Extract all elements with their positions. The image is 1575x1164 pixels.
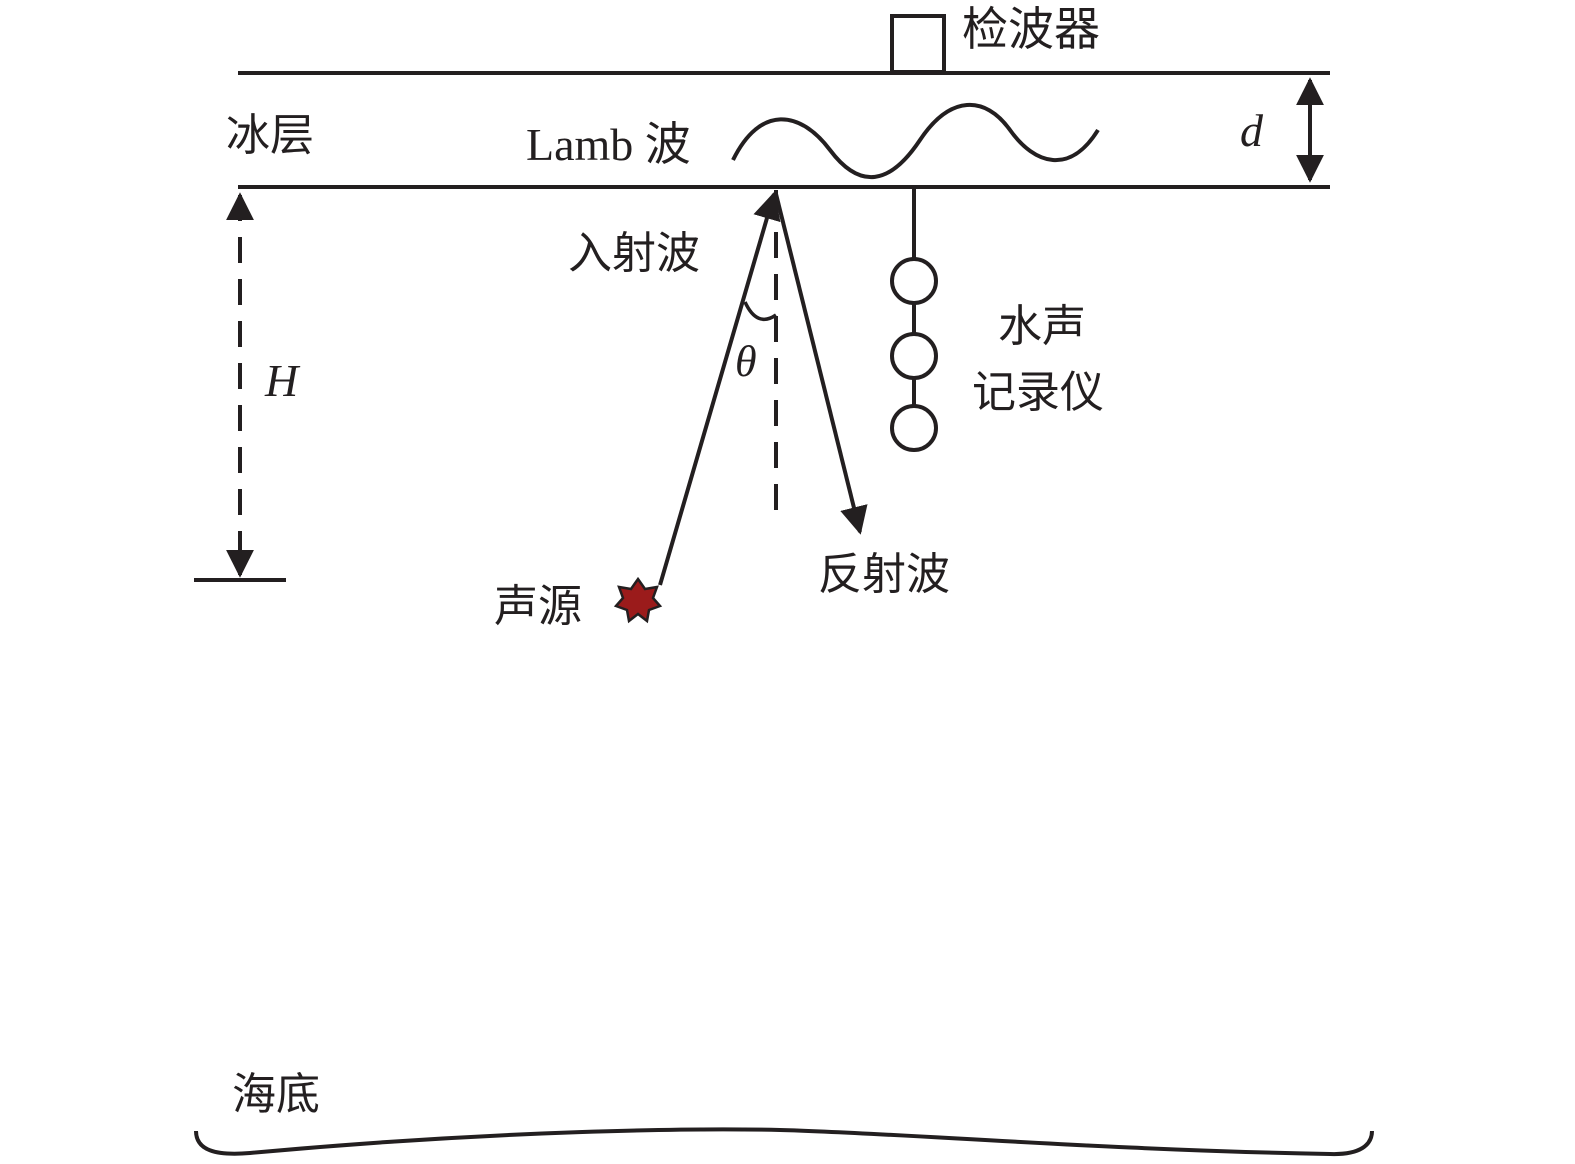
reflected-wave-label: 反射波 [818,549,950,600]
geophone-box [890,14,946,74]
ice-layer-label: 冰层 [226,110,314,161]
hydrophone-2 [890,332,938,380]
seabed-brace [194,1127,1374,1157]
seabed-label: 海底 [232,1069,320,1120]
hydrophone-label-line1: 水声 [998,301,1086,352]
source-star-icon [613,576,663,624]
source-label: 声源 [494,581,582,632]
incident-wave-ray [658,191,781,586]
incident-wave-label: 入射波 [568,228,700,279]
hydrophone-3 [890,404,938,452]
lamb-wave-curve [731,103,1100,179]
depth-label: H [265,355,299,406]
angle-label: θ [735,337,757,386]
angle-arc [743,301,777,322]
lamb-wave-label: Lamb 波 [526,119,691,170]
hydrophone-label-line2: 记录仪 [972,367,1104,418]
geophone-label: 检波器 [962,2,1100,56]
hydrophone-1 [890,257,938,305]
reflected-wave-ray [774,193,868,535]
thickness-label: d [1240,105,1263,156]
